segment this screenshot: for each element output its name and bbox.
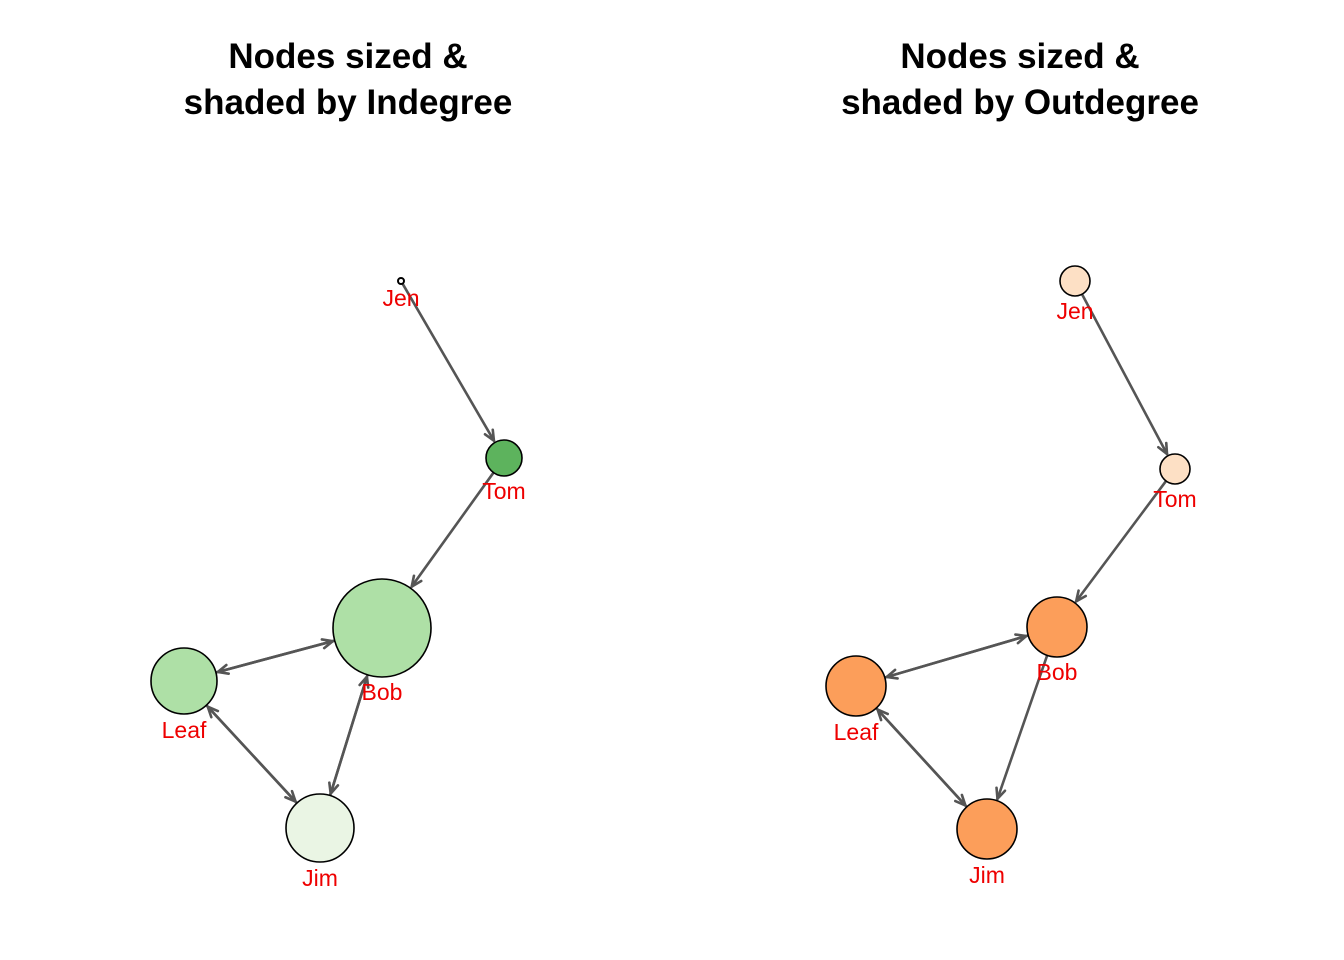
edge-jim-to-bob — [329, 675, 369, 796]
node-label-tom: Tom — [482, 478, 525, 504]
node-label-jen: Jen — [382, 285, 419, 311]
node-label-jim: Jim — [969, 862, 1005, 888]
node-jen — [397, 277, 405, 285]
outdegree-edges — [875, 293, 1169, 808]
indegree-nodes — [150, 277, 523, 863]
edge-jim-to-leaf-arrowhead — [206, 705, 220, 719]
edge-leaf-to-bob — [215, 639, 335, 674]
edge-jim-to-leaf — [876, 708, 968, 808]
edge-jim-to-leaf — [206, 705, 298, 804]
node-tom — [485, 439, 523, 477]
indegree-title-line-2: shaded by Indegree — [183, 83, 513, 122]
edge-leaf-to-bob-arrowhead — [320, 638, 335, 650]
node-leaf — [825, 655, 887, 717]
node-label-leaf: Leaf — [162, 717, 207, 743]
outdegree-title-line-2: shaded by Outdegree — [841, 83, 1199, 122]
node-label-tom: Tom — [1153, 486, 1196, 512]
outdegree-title-line-1: Nodes sized & — [900, 37, 1140, 76]
edge-tom-to-bob-arrowhead — [410, 574, 423, 588]
node-jim — [956, 798, 1018, 860]
edge-jen-to-tom — [401, 283, 496, 443]
node-bob — [332, 578, 432, 678]
edge-tom-to-bob — [1074, 480, 1167, 603]
node-jen — [1059, 265, 1091, 297]
edge-leaf-to-bob — [884, 634, 1028, 679]
node-leaf — [150, 647, 218, 715]
edge-bob-to-jim-arrowhead — [995, 786, 1007, 801]
edge-leaf-to-bob-arrowhead — [1014, 633, 1028, 645]
edge-jen-to-tom — [1081, 293, 1169, 456]
edge-tom-to-bob — [410, 472, 495, 588]
node-jim — [285, 793, 355, 863]
edge-jen-to-tom-arrowhead — [483, 428, 496, 443]
node-label-bob: Bob — [1037, 659, 1078, 685]
node-label-jen: Jen — [1056, 298, 1093, 324]
edge-jen-to-tom-arrowhead — [1157, 441, 1169, 456]
indegree-edges — [205, 283, 496, 804]
edge-jim-to-leaf-arrowhead — [876, 708, 890, 722]
edge-jim-to-bob-arrowhead — [358, 675, 370, 689]
indegree-title-line-1: Nodes sized & — [228, 37, 468, 76]
indegree-panel-title: Nodes sized & shaded by Indegree — [68, 34, 628, 126]
outdegree-panel-title: Nodes sized & shaded by Outdegree — [740, 34, 1300, 126]
node-label-leaf: Leaf — [834, 719, 879, 745]
node-label-bob: Bob — [362, 679, 403, 705]
node-tom — [1159, 453, 1191, 485]
node-label-jim: Jim — [302, 865, 338, 891]
node-bob — [1026, 596, 1088, 658]
outdegree-nodes — [825, 265, 1191, 860]
edge-bob-to-jim — [996, 654, 1049, 801]
edge-tom-to-bob-arrowhead — [1074, 589, 1088, 603]
